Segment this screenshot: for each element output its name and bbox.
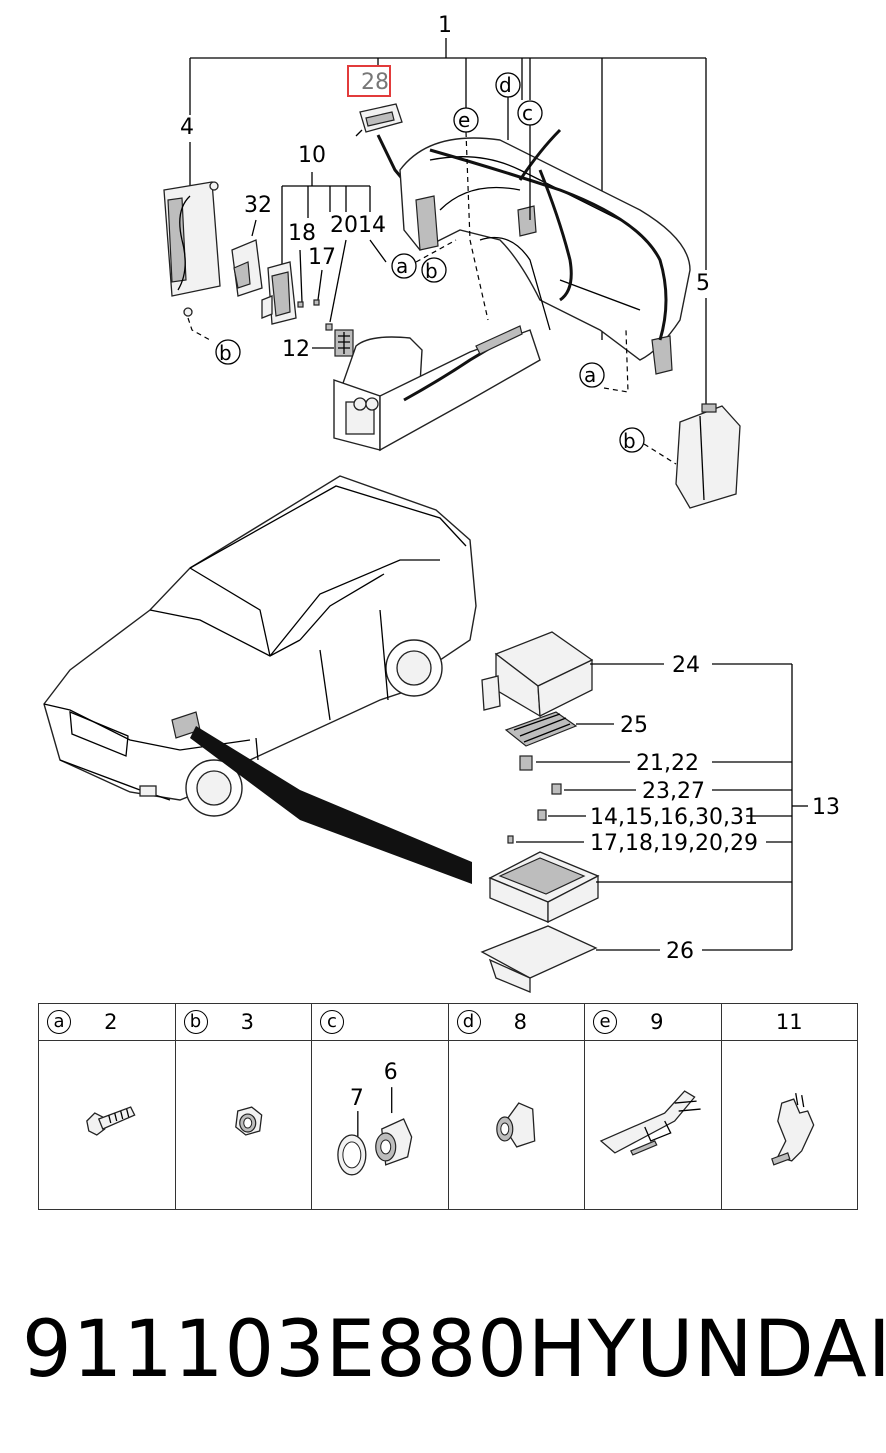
bolt-icon <box>86 1106 136 1136</box>
callout-26: 26 <box>666 939 694 964</box>
tag-d: d <box>495 72 521 98</box>
svg-text:a: a <box>584 363 596 387</box>
fuse-1718 <box>507 835 514 844</box>
callout-28: 28 <box>361 70 389 95</box>
dashboard-panel <box>399 137 691 375</box>
callout-2327: 23,27 <box>642 779 705 804</box>
callout-4: 4 <box>180 115 194 140</box>
boot-grommet-icon <box>495 1102 535 1148</box>
tag-a-right: a <box>579 362 605 388</box>
part-6-label: 6 <box>384 1060 398 1085</box>
callout-25: 25 <box>620 713 648 738</box>
callout-10-leaders <box>281 172 371 268</box>
wiring-diagram: 1 28 4 b 10 <box>43 13 840 993</box>
fuse-leaders <box>516 663 808 951</box>
harness-bracket-icon <box>599 1090 701 1156</box>
grommet-8-cell <box>447 1040 585 1210</box>
part-7-label: 7 <box>350 1086 364 1111</box>
svg-text:b: b <box>425 259 438 283</box>
callout-1: 1 <box>438 13 452 38</box>
part-4-bracket <box>163 181 221 317</box>
fuse-block-10 <box>261 261 297 325</box>
lower-cover-26 <box>480 925 598 993</box>
callout-18: 18 <box>288 221 316 246</box>
fuse-box-body <box>488 851 600 924</box>
grommet-icon: 7 6 <box>337 1060 413 1176</box>
relay-2122 <box>519 755 533 771</box>
callout-24: 24 <box>672 653 700 678</box>
flange-nut-icon <box>234 1106 262 1136</box>
tag-d-label: d <box>456 1010 481 1034</box>
nut-3-cell <box>174 1040 312 1210</box>
part-8-label: 8 <box>513 1010 527 1034</box>
callout-12: 12 <box>282 337 310 362</box>
tag-b-label: b <box>183 1010 208 1034</box>
bracket-9-cell <box>584 1040 722 1210</box>
brand-name: HYUNDAI <box>527 1305 886 1395</box>
callout-32: 32 <box>244 193 272 218</box>
part-5-module <box>675 403 741 509</box>
tag-b-right: b <box>619 427 645 453</box>
mount-bracket-icon <box>770 1093 814 1166</box>
part-32-bracket <box>231 239 263 297</box>
fuse-1415 <box>537 809 547 821</box>
callout-13: 13 <box>812 795 840 820</box>
module-28 <box>355 103 403 137</box>
grommet-c-cell: 7 6 <box>311 1040 449 1210</box>
center-console <box>333 329 541 452</box>
bracket-11-cell <box>720 1040 858 1210</box>
tag-b-left: b <box>215 339 241 365</box>
tag-e-label: e <box>593 1010 617 1034</box>
svg-text:b: b <box>219 341 232 365</box>
callout-2014: 2014 <box>330 213 386 238</box>
callout-28-highlight <box>347 65 391 97</box>
col-11-head: 11 <box>720 1003 858 1041</box>
part-number: 911103E880 <box>22 1305 528 1395</box>
callout-1415: 14,15,16,30,31 <box>590 805 758 830</box>
bolt-2-cell <box>38 1040 176 1210</box>
callout-2122: 21,22 <box>636 751 699 776</box>
tag-b-console: b <box>421 257 447 283</box>
vehicle-suv <box>43 475 477 817</box>
svg-text:b: b <box>623 429 636 453</box>
fuse-18 <box>297 301 304 308</box>
part-3-label: 3 <box>240 1010 254 1034</box>
part-12-grid <box>334 329 354 357</box>
col-c-head: c <box>311 1003 449 1041</box>
part-9-label: 9 <box>650 1010 664 1034</box>
callout-17: 17 <box>308 245 336 270</box>
callout-5: 5 <box>696 271 710 296</box>
svg-text:c: c <box>522 101 533 125</box>
part-11-label: 11 <box>775 1010 803 1034</box>
parts-table-images: 7 6 <box>38 1040 858 1210</box>
relay-2014 <box>325 323 333 331</box>
tag-e: e <box>453 107 479 133</box>
callout-10: 10 <box>298 143 326 168</box>
main-harness <box>429 148 668 341</box>
svg-text:a: a <box>396 254 408 278</box>
svg-text:e: e <box>458 108 470 132</box>
fuse-17 <box>313 299 320 306</box>
harness-floor-9 <box>475 325 523 355</box>
tag-c: c <box>517 100 543 126</box>
tag-a-label: a <box>47 1010 71 1034</box>
relay-2327 <box>551 783 562 795</box>
footer: 911103E880 HYUNDAI <box>22 1290 886 1410</box>
svg-text:d: d <box>499 73 512 97</box>
tag-c-label: c <box>320 1010 344 1034</box>
tag-a-console: a <box>391 253 417 279</box>
fuse-box-cover-24 <box>481 631 594 718</box>
callout-1718: 17,18,19,20,29 <box>590 831 758 856</box>
part-2-label: 2 <box>104 1010 118 1034</box>
harness-engine-lead <box>190 726 472 884</box>
fuse-panel-25 <box>504 711 578 747</box>
